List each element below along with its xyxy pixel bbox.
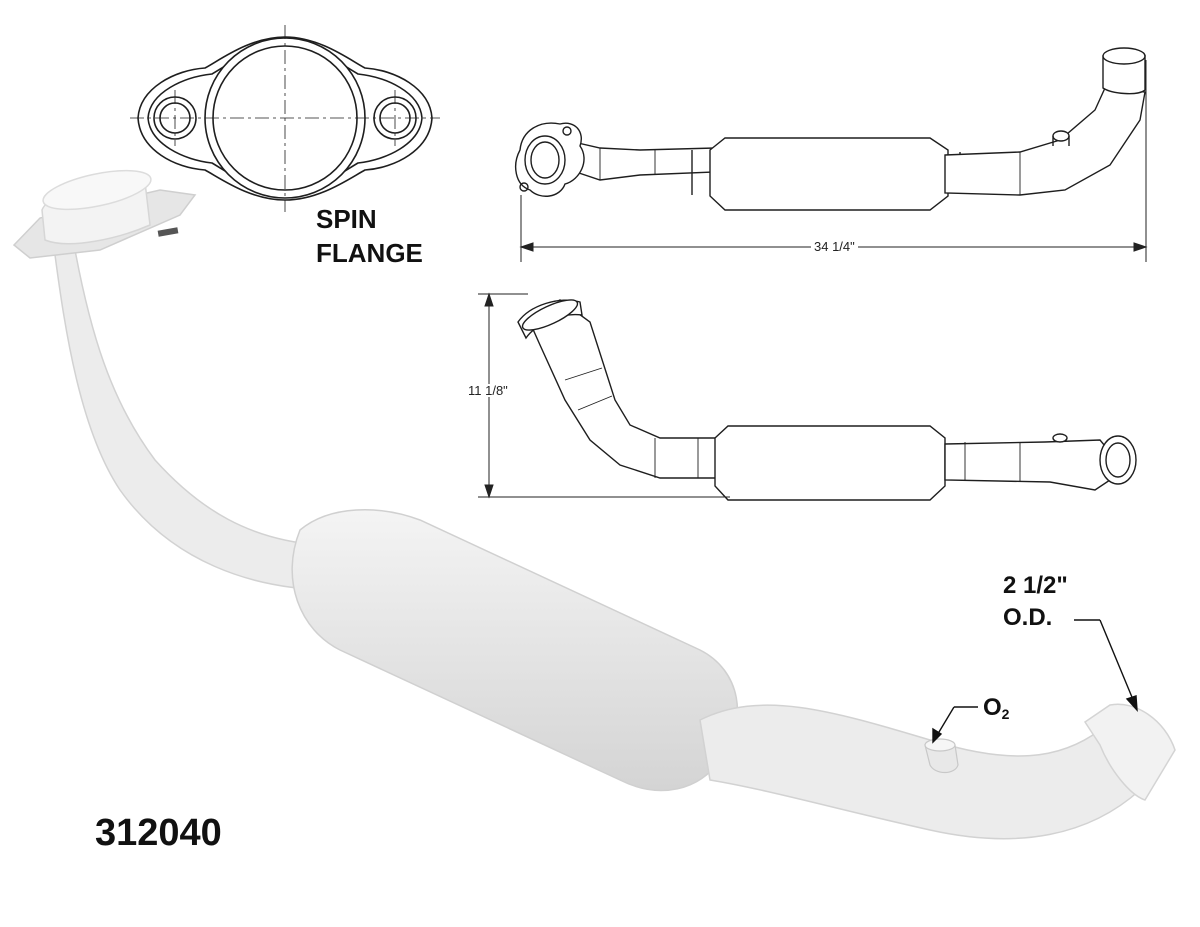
length-dimension-label: 34 1/4" <box>811 240 858 253</box>
top-view-drawing <box>514 47 1146 211</box>
o2-sensor-label-subscript: 2 <box>1001 706 1010 722</box>
od-label-line1: 2 1/2" <box>1003 572 1068 599</box>
od-leader-line <box>1074 619 1138 712</box>
od-label-line2: O.D. <box>1003 604 1053 631</box>
o2-leader-line <box>932 706 978 744</box>
side-view-drawing <box>517 299 1137 501</box>
o2-sensor-label: O2 <box>983 694 1010 722</box>
o2-sensor-label-text: O <box>983 694 1002 721</box>
converter-render <box>12 169 1176 840</box>
spin-flange-drawing <box>130 25 440 212</box>
height-dimension-label: 11 1/8" <box>465 384 511 397</box>
spin-flange-label-line1: SPIN <box>316 204 377 234</box>
part-number: 312040 <box>95 812 222 854</box>
spin-flange-label-line2: FLANGE <box>316 238 423 268</box>
